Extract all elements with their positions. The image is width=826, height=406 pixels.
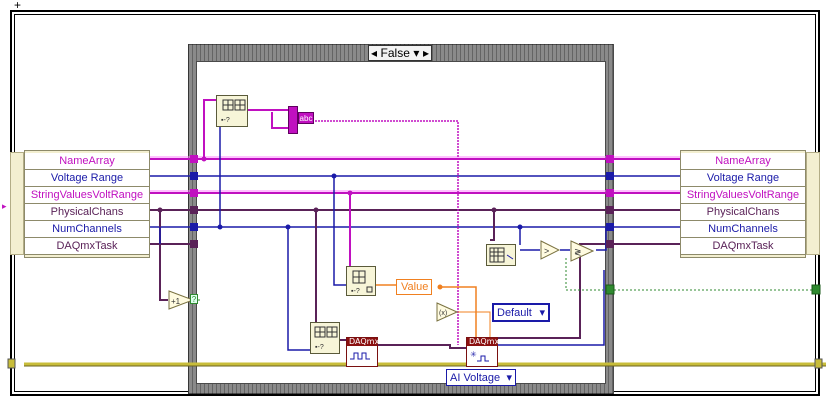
right-row-string-values[interactable]: StringValuesVoltRange	[681, 187, 805, 204]
loop-condition-tunnel	[811, 284, 821, 295]
svg-text:(x): (x)	[439, 310, 447, 317]
tunnel-string-values-out[interactable]	[606, 189, 614, 197]
case-prev-icon[interactable]: ◂	[371, 46, 378, 60]
increment-icon: +1	[168, 290, 194, 310]
left-row-daqmx-task[interactable]: DAQmxTask	[25, 238, 149, 255]
index-array-node-middle[interactable]: ▪-?	[346, 266, 376, 296]
value-property-constant[interactable]: Value	[396, 279, 432, 295]
less-glyph: >	[544, 246, 549, 256]
right-row-daqmx-task[interactable]: DAQmxTask	[681, 238, 805, 255]
conversion-triangle-icon: (x)	[436, 302, 458, 322]
right-row-voltage-range[interactable]: Voltage Range	[681, 170, 805, 187]
tunnel-num-channels-out[interactable]	[606, 223, 614, 231]
svg-text:≷: ≷	[574, 247, 582, 257]
increment-node[interactable]: +1	[168, 290, 194, 310]
right-row-physical-chans[interactable]: PhysicalChans	[681, 204, 805, 221]
left-row-num-channels[interactable]: NumChannels	[25, 221, 149, 238]
svg-text:✳: ✳	[470, 350, 477, 359]
string-array-constant[interactable]	[288, 106, 298, 134]
daqmx-label-1: DAQmx	[347, 337, 380, 346]
tunnel-daqmx-task-in[interactable]	[190, 240, 198, 248]
svg-text:▪-?: ▪-?	[221, 117, 230, 124]
index-array-node-top[interactable]: ▪-?	[216, 95, 248, 127]
daqmx-timing-icon	[350, 352, 370, 360]
tunnel-namearray-in[interactable]	[190, 155, 198, 163]
daqmx-create-channel-node[interactable]: DAQmx ✳	[466, 337, 500, 367]
unbundle-by-name-left[interactable]: NameArray Voltage Range StringValuesVolt…	[24, 150, 150, 258]
daqmx-label-2: DAQmx	[467, 337, 500, 346]
tunnel-physical-chans-out[interactable]	[606, 206, 614, 214]
ai-voltage-ring[interactable]: AI Voltage ▾	[446, 369, 516, 386]
svg-text:▪-?: ▪-?	[351, 288, 360, 295]
case-structure-content	[196, 61, 606, 384]
tunnel-voltage-range-out[interactable]	[606, 172, 614, 180]
shift-register-right[interactable]	[806, 152, 820, 255]
ai-voltage-label: AI Voltage	[450, 371, 501, 384]
error-tunnel-left	[7, 358, 16, 369]
left-row-physical-chans[interactable]: PhysicalChans	[25, 204, 149, 221]
shift-register-left[interactable]	[10, 152, 24, 255]
index-array-icon-3: ▪-?	[314, 326, 338, 351]
greater-than-icon: >	[540, 240, 560, 260]
default-ring-label: Default	[497, 306, 532, 319]
index-array-icon: ▪-?	[221, 99, 246, 124]
array-size-node[interactable]	[486, 244, 516, 266]
left-row-voltage-range[interactable]: Voltage Range	[25, 170, 149, 187]
array-size-icon	[489, 247, 514, 263]
daqmx-timing-node[interactable]: DAQmx	[346, 337, 380, 367]
to-double-conversion-node[interactable]: (x)	[436, 302, 458, 322]
select-node[interactable]: ≷	[570, 240, 594, 262]
index-array-icon-2: ▪-?	[351, 270, 373, 295]
case-selector[interactable]: ◂ False ▾ ▸	[368, 45, 432, 61]
error-tunnel-right	[814, 358, 823, 369]
increment-glyph: +1	[171, 297, 181, 306]
boolean-terminal[interactable]: ?	[190, 294, 198, 304]
tunnel-string-values-in[interactable]	[190, 189, 198, 197]
select-icon: ≷	[570, 240, 594, 262]
left-row-namearray[interactable]: NameArray	[25, 153, 149, 170]
tunnel-namearray-out[interactable]	[606, 155, 614, 163]
tunnel-daqmx-task-out[interactable]	[606, 240, 614, 248]
daqmx-channel-icon: ✳	[470, 350, 489, 362]
cursor-plus-icon: +	[14, 0, 22, 12]
left-input-arrow-icon: ▸	[2, 201, 7, 211]
string-constant-abc[interactable]: abc	[298, 112, 314, 124]
case-bool-tunnel	[605, 284, 615, 295]
case-next-icon[interactable]: ▸	[422, 46, 429, 60]
ring-dropdown-icon[interactable]: ▾	[539, 307, 545, 319]
greater-than-node[interactable]: >	[540, 240, 560, 260]
tunnel-voltage-range-in[interactable]	[190, 172, 198, 180]
default-ring-constant[interactable]: Default ▾	[492, 303, 550, 322]
right-row-num-channels[interactable]: NumChannels	[681, 221, 805, 238]
ai-voltage-dropdown-icon[interactable]: ▾	[506, 372, 512, 384]
tunnel-num-channels-in[interactable]	[190, 223, 198, 231]
right-row-namearray[interactable]: NameArray	[681, 153, 805, 170]
svg-text:▪-?: ▪-?	[315, 344, 324, 351]
left-row-string-values[interactable]: StringValuesVoltRange	[25, 187, 149, 204]
index-array-node-bottom[interactable]: ▪-?	[310, 322, 340, 354]
case-dropdown-icon[interactable]: ▾	[413, 46, 420, 60]
case-selector-label: False	[380, 46, 410, 60]
bundle-by-name-right[interactable]: NameArray Voltage Range StringValuesVolt…	[680, 150, 806, 258]
tunnel-physical-chans-in[interactable]	[190, 206, 198, 214]
